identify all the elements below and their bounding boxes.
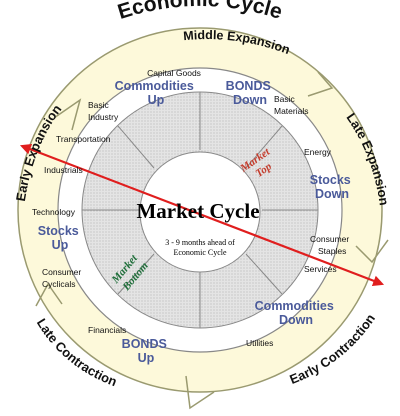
- asset-bonds-down: BONDS Down: [226, 79, 275, 107]
- asset-commodities-up-line1: Commodities: [115, 79, 194, 93]
- asset-stocks-down-line2: Down: [315, 187, 349, 201]
- cycle-arrow: [19, 144, 385, 286]
- asset-bonds-down-line2: Down: [233, 93, 267, 107]
- asset-commodities-down: Commodities Down: [255, 299, 338, 327]
- sector-consumer-cyclicals: Consumer Cyclicals: [42, 267, 84, 289]
- sector-transportation: Transportation: [56, 134, 111, 144]
- sector-financials: Financials: [88, 325, 126, 335]
- sector-basic-industry-line2: Industry: [88, 112, 119, 122]
- asset-stocks-down-line1: Stocks: [310, 173, 351, 187]
- asset-stocks-up-line1: Stocks: [38, 224, 79, 238]
- market-cycle-subtitle-line1: 3 - 9 months ahead of: [165, 238, 235, 247]
- sector-technology: Technology: [32, 207, 76, 217]
- asset-bonds-down-line1: BONDS: [226, 79, 271, 93]
- sector-basic-materials-line1: Basic: [274, 94, 296, 104]
- asset-bonds-up-line1: BONDS: [122, 337, 167, 351]
- asset-commodities-down-line1: Commodities: [255, 299, 334, 313]
- sector-services: Services: [304, 264, 337, 274]
- sector-basic-industry-line1: Basic: [88, 100, 110, 110]
- asset-commodities-up-line2: Up: [148, 93, 165, 107]
- asset-stocks-up-line2: Up: [52, 238, 69, 252]
- asset-commodities-up: Commodities Up: [115, 79, 198, 107]
- sector-basic-industry: Basic Industry: [88, 100, 119, 122]
- market-cycle-title: Market Cycle: [136, 199, 259, 223]
- asset-bonds-up: BONDS Up: [122, 337, 171, 365]
- asset-stocks-down: Stocks Down: [310, 173, 354, 201]
- sector-basic-materials: Basic Materials: [274, 94, 308, 116]
- sector-consumer-cyclicals-line1: Consumer: [42, 267, 81, 277]
- sector-energy: Energy: [304, 147, 332, 157]
- sector-capital-goods: Capital Goods: [147, 68, 201, 78]
- sector-industrials: Industrials: [44, 165, 83, 175]
- sector-utilities: Utilities: [246, 338, 273, 348]
- sector-basic-materials-line2: Materials: [274, 106, 308, 116]
- sector-consumer-staples: Consumer Staples: [310, 234, 352, 256]
- sector-consumer-cyclicals-line2: Cyclicals: [42, 279, 76, 289]
- sector-consumer-staples-line1: Consumer: [310, 234, 349, 244]
- asset-stocks-up: Stocks Up: [38, 224, 82, 252]
- asset-commodities-down-line2: Down: [279, 313, 313, 327]
- market-cycle-subtitle-line2: Economic Cycle: [173, 248, 227, 257]
- asset-bonds-up-line2: Up: [138, 351, 155, 365]
- sector-consumer-staples-line2: Staples: [318, 246, 346, 256]
- diagram-title: Economic Cycle: [115, 0, 285, 24]
